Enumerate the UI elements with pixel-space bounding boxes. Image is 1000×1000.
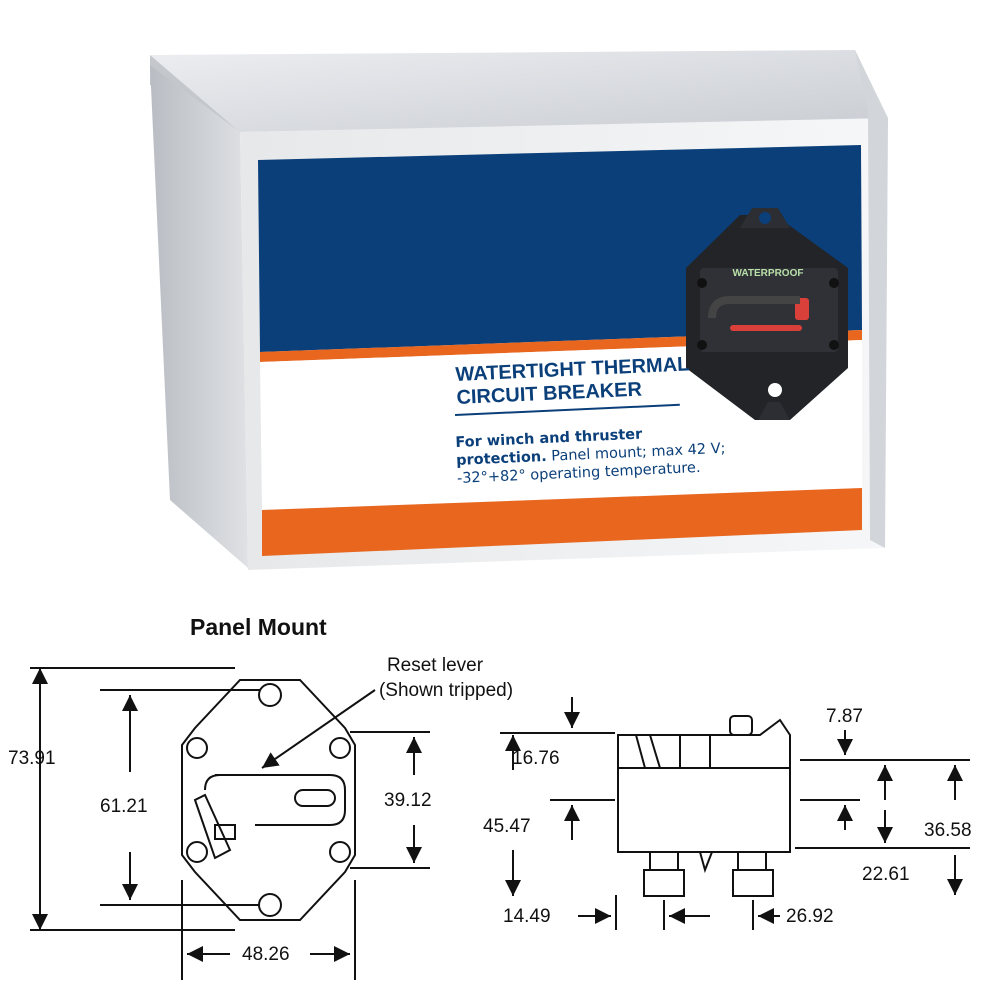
dim-lower-height: 22.61	[862, 864, 910, 885]
box-left-side	[150, 65, 248, 568]
product-box: WATERPROOF	[150, 50, 888, 570]
side-view	[617, 715, 791, 897]
waterproof-badge: WATERPROOF	[733, 268, 804, 279]
dim-overall-height: 73.91	[8, 748, 56, 769]
breaker-photo: WATERPROOF	[686, 208, 848, 420]
callout-line2: (Shown tripped)	[379, 680, 513, 701]
dim-lever-height: 7.87	[826, 706, 863, 727]
dim-top-offset: 16.76	[512, 748, 560, 769]
dim-hole-spacing: 61.21	[100, 796, 148, 817]
box-lid	[150, 50, 888, 132]
front-view	[181, 679, 356, 921]
dim-mount-height: 36.58	[924, 820, 972, 841]
dim-stud-offset: 14.49	[503, 906, 551, 927]
dim-side-hole-spacing: 39.12	[384, 790, 432, 811]
drawing-heading: Panel Mount	[190, 614, 327, 640]
dim-width: 48.26	[242, 944, 290, 965]
callout-line1: Reset lever	[387, 655, 484, 676]
dim-stud-spacing: 26.92	[786, 906, 834, 927]
panel-mount-drawing: Panel Mount Reset lever (Shown tripped) …	[8, 614, 972, 980]
dim-body-height: 45.47	[483, 816, 531, 837]
label-orange-band	[262, 488, 862, 556]
